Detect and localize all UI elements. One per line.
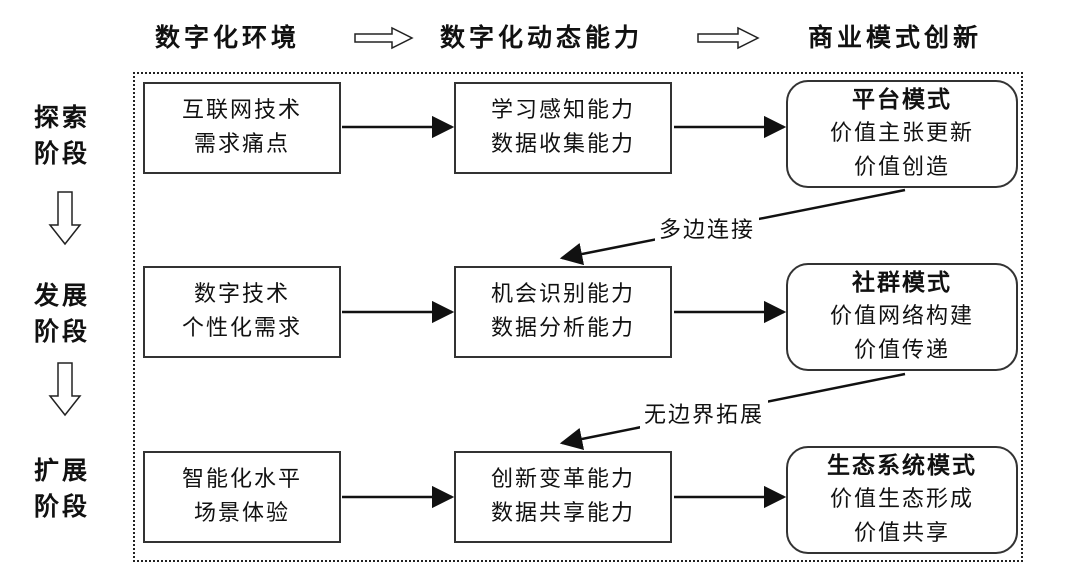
- stage-label-line: 阶段: [33, 139, 90, 168]
- model-box-line: 价值共享: [853, 521, 950, 546]
- stage-label-line: 阶段: [33, 492, 90, 521]
- stage-label-line: 阶段: [33, 317, 90, 346]
- stage-arrow-2: [48, 362, 82, 417]
- header-digital-dynamic-capability: 数字化动态能力: [440, 23, 644, 52]
- stage-label-line: 探索: [33, 103, 90, 132]
- model-box-title: 社群模式: [852, 270, 952, 296]
- capability-box-exploration: 学习感知能力 数据收集能力: [454, 82, 672, 174]
- env-box-line: 数字技术: [193, 282, 290, 307]
- env-box-line: 场景体验: [193, 501, 290, 526]
- model-box-ecosystem: 生态系统模式 价值生态形成 价值共享: [786, 446, 1018, 554]
- model-box-line: 价值生态形成: [829, 487, 974, 512]
- stage-arrow-1: [48, 191, 82, 246]
- header-arrow-1: [354, 26, 414, 50]
- capability-box-line: 数据分析能力: [490, 316, 635, 341]
- model-box-line: 价值主张更新: [829, 121, 974, 146]
- env-box-expansion: 智能化水平 场景体验: [143, 451, 341, 543]
- model-box-line: 价值创造: [853, 155, 950, 180]
- stage-label-development: 发展 阶段: [22, 278, 102, 350]
- header-digital-environment: 数字化环境: [155, 23, 301, 52]
- model-box-line: 价值网络构建: [829, 304, 974, 329]
- env-box-line: 智能化水平: [181, 467, 302, 492]
- model-box-line: 价值传递: [853, 338, 950, 363]
- stage-label-expansion: 扩展 阶段: [22, 453, 102, 525]
- model-box-title: 生态系统模式: [827, 453, 977, 479]
- header-business-model-innovation: 商业模式创新: [808, 23, 983, 52]
- env-box-line: 个性化需求: [181, 316, 302, 341]
- env-box-line: 互联网技术: [181, 98, 302, 123]
- env-box-exploration: 互联网技术 需求痛点: [143, 82, 341, 174]
- diagram-frame: [133, 72, 1023, 562]
- stage-label-exploration: 探索 阶段: [22, 100, 102, 172]
- header-arrow-2: [697, 26, 760, 50]
- model-box-platform: 平台模式 价值主张更新 价值创造: [786, 80, 1018, 188]
- capability-box-development: 机会识别能力 数据分析能力: [454, 266, 672, 358]
- capability-box-line: 学习感知能力: [490, 98, 635, 123]
- capability-box-expansion: 创新变革能力 数据共享能力: [454, 451, 672, 543]
- transition-label-multilateral-connection: 多边连接: [655, 212, 760, 244]
- env-box-development: 数字技术 个性化需求: [143, 266, 341, 358]
- model-box-title: 平台模式: [852, 87, 952, 113]
- model-box-community: 社群模式 价值网络构建 价值传递: [786, 263, 1018, 371]
- capability-box-line: 数据收集能力: [490, 132, 635, 157]
- capability-box-line: 数据共享能力: [490, 501, 635, 526]
- env-box-line: 需求痛点: [193, 132, 290, 157]
- transition-label-borderless-expansion: 无边界拓展: [640, 397, 769, 429]
- capability-box-line: 创新变革能力: [490, 467, 635, 492]
- capability-box-line: 机会识别能力: [490, 282, 635, 307]
- stage-label-line: 发展: [33, 281, 90, 310]
- stage-label-line: 扩展: [33, 456, 90, 485]
